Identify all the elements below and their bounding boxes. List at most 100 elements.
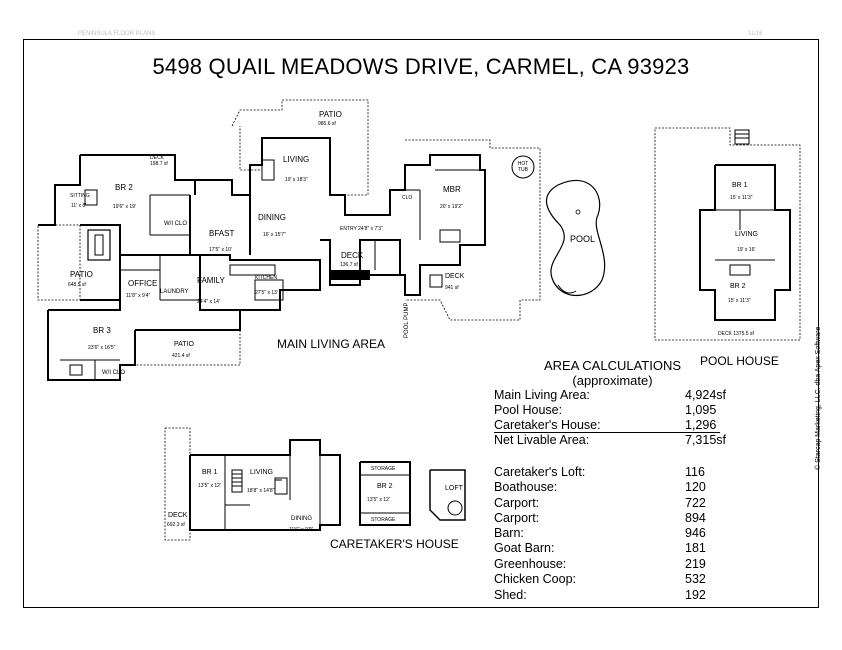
section-main-living: MAIN LIVING AREA	[277, 337, 386, 351]
ct-storage-bottom: STORAGE	[371, 517, 396, 523]
area-row: Main Living Area: 4,924sf	[494, 388, 734, 403]
hot-tub-shape	[511, 155, 535, 179]
area-row-name: Chicken Coop:	[494, 572, 576, 586]
room-dining: DINING	[258, 213, 286, 222]
ct-br1: BR 1	[202, 469, 218, 476]
room-laundry: LAUNDRY	[160, 289, 189, 295]
main-interior-walls	[60, 159, 485, 380]
room-patio-left-area: 648.5 sf	[68, 282, 86, 288]
room-family: FAMILY	[197, 276, 225, 285]
area-row: Caretaker's Loft: 116	[494, 465, 734, 480]
area-row-name: Net Livable Area:	[494, 433, 590, 447]
area-row-name: Barn:	[494, 526, 524, 540]
room-entry: ENTRY 24'8" x 7'3"	[340, 226, 383, 232]
room-deck-right-area: 941 sf	[445, 285, 459, 291]
room-kitchen: KITCHEN	[255, 275, 277, 281]
pool-label: POOL	[570, 234, 596, 244]
room-deck-left-area: 198.7 sf	[150, 161, 168, 167]
ct-br2-dim: 13'5" x 12'	[367, 497, 390, 503]
area-subheading: (approximate)	[572, 373, 653, 388]
room-bfast: BFAST	[209, 229, 235, 238]
ct-storage-top: STORAGE	[371, 466, 396, 472]
ct-br2: BR 2	[377, 483, 393, 490]
room-family-dim: 24'4" x 14'	[197, 299, 220, 305]
drawing-border	[23, 39, 819, 608]
entry-step	[330, 270, 370, 280]
area-row: Barn: 946	[494, 526, 734, 541]
ph-br1: BR 1	[732, 182, 748, 189]
room-deck-mid-area: 136.7 sf	[340, 262, 358, 268]
area-row: Boathouse: 120	[494, 480, 734, 495]
section-caretaker: CARETAKER'S HOUSE	[330, 537, 459, 551]
room-kitchen-dim: 27'5" x 13'	[255, 290, 278, 296]
area-row-name: Caretaker's Loft:	[494, 465, 586, 479]
room-deck-right: DECK	[445, 273, 465, 280]
room-br2-dim: 19'6" x 19'	[113, 204, 136, 210]
area-row-value: 532	[685, 572, 706, 586]
ph-br2: BR 2	[730, 283, 746, 290]
page-title: 5498 QUAIL MEADOWS DRIVE, CARMEL, CA 939…	[152, 54, 690, 79]
area-row-total: Net Livable Area: 7,315sf	[494, 433, 734, 448]
area-row: Goat Barn: 181	[494, 541, 734, 556]
area-row-value: 219	[685, 557, 706, 571]
hot-tub-label: HOT TUB	[517, 161, 529, 173]
room-br3: BR 3	[93, 326, 111, 335]
room-pool-pump: POOL PUMP	[404, 302, 410, 338]
ct-living: LIVING	[250, 469, 273, 476]
area-row: Greenhouse: 219	[494, 557, 734, 572]
area-row: Chicken Coop: 532	[494, 572, 734, 587]
room-sitting: SITTING	[70, 193, 90, 199]
pool-shape	[546, 179, 606, 296]
area-row: Carport: 722	[494, 496, 734, 511]
area-row-value: 181	[685, 541, 706, 555]
room-office-dim: 11'8" x 9'4"	[126, 293, 151, 299]
ct-deck: DECK	[168, 512, 188, 519]
room-patio-top-area: 985.6 sf	[318, 121, 336, 127]
ct-dining-dim: 11'6" x 9'9"	[289, 527, 314, 533]
room-patio-left: PATIO	[70, 270, 93, 279]
area-row-name: Shed:	[494, 588, 527, 602]
area-row: Caretaker's House: 1,296	[494, 418, 720, 433]
ct-loft: LOFT	[445, 485, 463, 492]
patio-outlines	[37, 99, 801, 541]
area-row-value: 894	[685, 511, 706, 525]
ct-deck-area: 692.3 sf	[167, 522, 185, 528]
room-mbr: MBR	[443, 185, 461, 194]
area-row-value: 120	[685, 480, 706, 494]
area-row-name: Greenhouse:	[494, 557, 567, 571]
area-row-value: 4,924sf	[685, 388, 727, 402]
area-row-value: 192	[685, 588, 706, 602]
ct-living-dim: 18'8" x 14'8"	[247, 488, 275, 494]
room-patio-top: PATIO	[319, 110, 342, 119]
copyright-notice: © Starcap Marketing, LLC. dba Apex Softw…	[815, 326, 822, 470]
room-patio-bottom-area: 421.4 sf	[172, 353, 190, 359]
room-sitting-dim: 11' x 8'	[71, 203, 87, 209]
area-row-value: 1,095	[685, 403, 717, 417]
room-dining-dim: 16' x 15'7"	[263, 232, 286, 238]
room-clo: CLO	[402, 195, 413, 201]
area-row-value: 1,296	[685, 418, 717, 432]
header-page: 11/16	[748, 31, 763, 37]
area-row-value: 7,315sf	[685, 433, 727, 447]
room-wi-clo-bottom: W/I CLO	[102, 370, 126, 376]
room-wi-clo: W/I CLO	[164, 221, 188, 227]
room-bfast-dim: 17'5" x 10'	[209, 247, 232, 253]
ph-br2-dim: 15' x 11'3"	[728, 298, 751, 304]
ct-br1-dim: 13'5" x 12'	[198, 483, 221, 489]
room-living: LIVING	[283, 155, 310, 164]
ph-living-dim: 19' x 16'	[737, 247, 756, 253]
room-patio-bottom: PATIO	[174, 341, 194, 348]
ph-living: LIVING	[735, 231, 758, 238]
area-row-name: Caretaker's House:	[494, 418, 601, 432]
ph-deck: DECK 1375.5 sf	[718, 331, 754, 337]
ct-dining: DINING	[291, 516, 312, 522]
area-row-value: 116	[685, 465, 705, 479]
room-br2: BR 2	[115, 183, 133, 192]
area-row: Carport: 894	[494, 511, 734, 526]
area-row-name: Boathouse:	[494, 480, 558, 494]
room-br3-dim: 23'6" x 16'5"	[88, 345, 116, 351]
caretaker-walls	[189, 439, 411, 531]
header-company: PENINSULA FLOOR PLANS	[78, 31, 156, 37]
area-row: Shed: 192	[494, 588, 734, 603]
area-row-value: 722	[685, 496, 706, 510]
